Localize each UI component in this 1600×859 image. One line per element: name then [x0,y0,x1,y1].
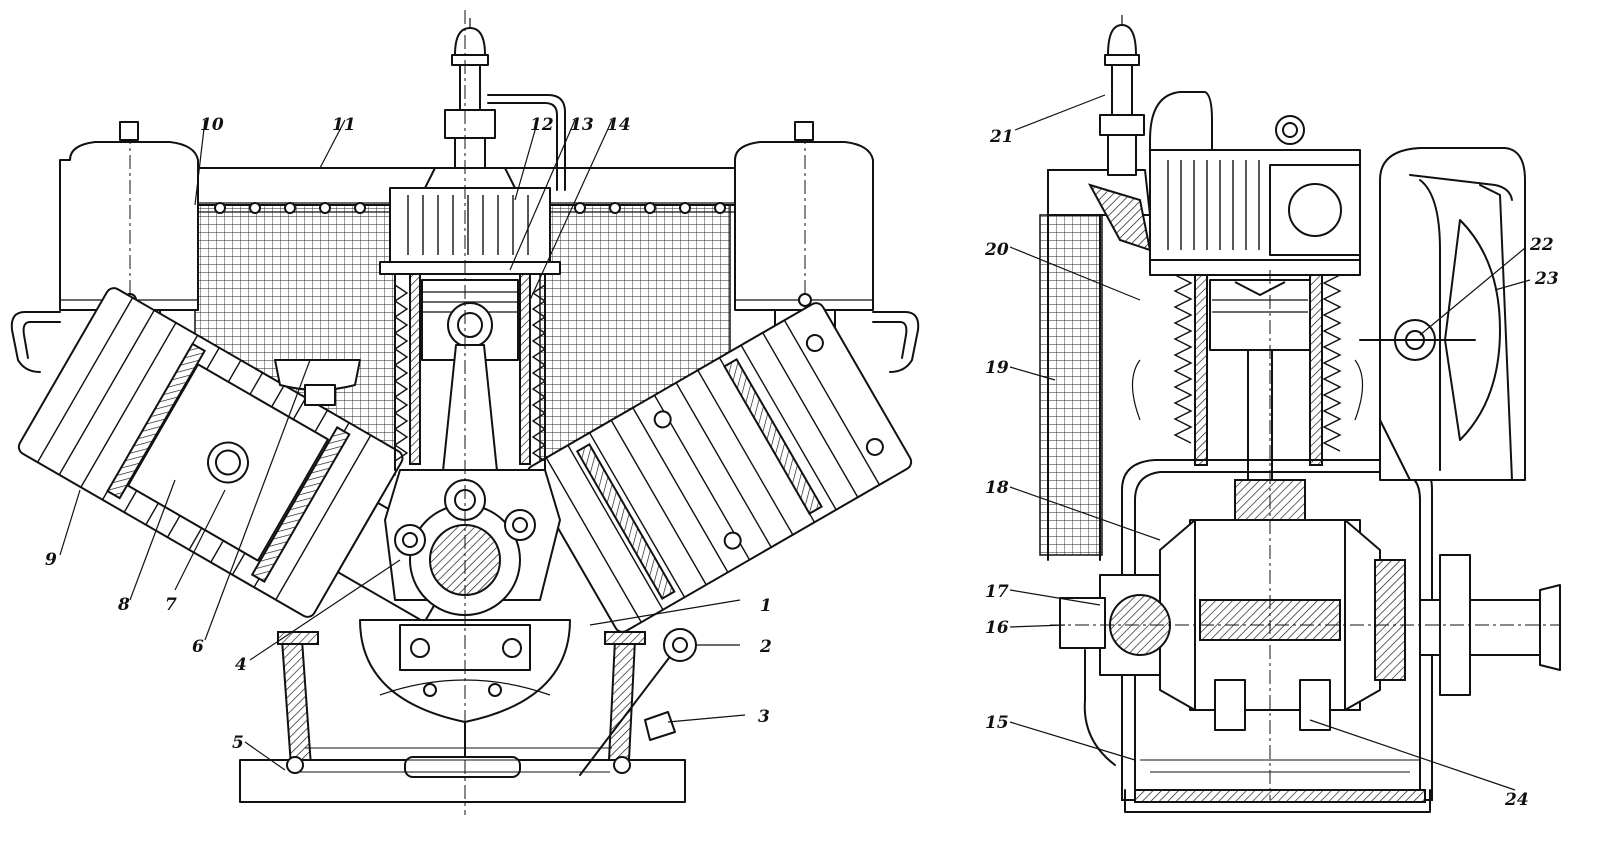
front-section-view: 10 11 12 13 14 1 2 3 4 5 6 7 8 9 [10,10,920,815]
label-21: 21 [989,127,1014,147]
cylinder-right [526,302,913,633]
oil-filler-cap [274,359,361,406]
label-7: 7 [165,595,177,615]
leader-lines-side [1009,94,1531,791]
side-section-view: 21 20 19 18 17 16 15 22 23 24 [984,15,1561,813]
intake-pipe-right [872,311,920,373]
crankshaft-hub [384,469,561,616]
cooler-bolts [214,202,726,214]
label-15: 15 [985,713,1009,733]
intake-pipe-left [10,311,61,373]
label-6: 6 [192,637,204,657]
label-16: 16 [985,618,1009,638]
safety-valve-side [1099,15,1213,176]
label-13: 13 [570,115,594,135]
label-10: 10 [200,115,224,135]
radiator-side [1039,214,1103,556]
label-5: 5 [232,733,244,753]
label-11: 11 [332,115,356,135]
label-19: 19 [985,358,1009,378]
label-14: 14 [607,115,631,135]
cylinder-side [1131,115,1364,481]
label-12: 12 [530,115,554,135]
fan-housing [1359,147,1526,481]
crankcase-front [239,628,697,803]
cylinder-center [379,187,561,501]
label-22: 22 [1529,235,1554,255]
label-20: 20 [984,240,1009,260]
label-4: 4 [235,655,247,675]
leader-lines-front [59,119,746,771]
label-3: 3 [758,707,770,727]
oil-pipe-side [1083,649,1116,766]
crankcase-side [1050,270,1561,813]
label-18: 18 [985,478,1009,498]
label-8: 8 [117,595,130,615]
label-17: 17 [985,582,1009,602]
safety-valve-top [424,18,566,191]
label-1: 1 [760,596,772,616]
label-2: 2 [759,637,772,657]
label-24: 24 [1504,790,1529,810]
label-9: 9 [45,550,57,570]
label-23: 23 [1534,269,1559,289]
